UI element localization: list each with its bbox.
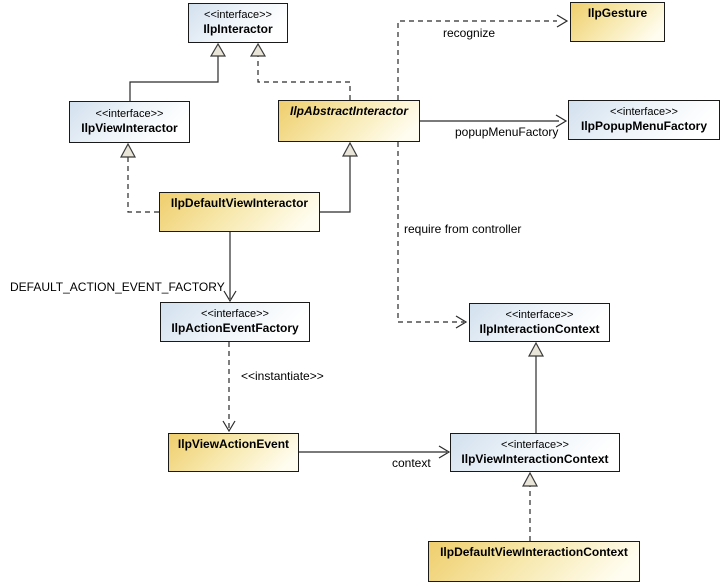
edge-realization-defaultviewinteractor-viewinteractor [127,157,159,213]
class-name: IlpInteractionContext [479,321,600,336]
generalization-triangle-icon [527,341,545,357]
generalization-triangle-icon [341,141,359,157]
class-name: IlpAbstractInteractor [289,104,409,118]
edge-generalization-viewinteractor-interactor [129,56,219,101]
class-name: IlpPopupMenuFactory [581,119,707,133]
class-box-ilpgesture[interactable]: IlpGesture [570,2,665,42]
stereotype-label: <<interface>> [610,106,678,118]
stereotype-label: <<interface>> [95,108,164,120]
edge-label-instantiate: <<instantiate>> [241,369,324,383]
class-name: IlpGesture [587,6,648,20]
class-box-ilpdefaultviewinteractor[interactable]: IlpDefaultViewInteractor [159,192,320,232]
stereotype-label: <<interface>> [505,308,574,321]
stereotype-label: <<interface>> [204,9,272,21]
class-box-ilppopupmenufactory[interactable]: <<interface>> IlpPopupMenuFactory [568,100,720,140]
realization-triangle-icon [521,471,539,487]
class-box-ilpviewinteractor[interactable]: <<interface>> IlpViewInteractor [69,101,190,143]
class-box-ilpviewactionevent[interactable]: IlpViewActionEvent [168,433,299,472]
class-box-ilpinteractioncontext[interactable]: <<interface>> IlpInteractionContext [469,303,610,342]
class-name: IlpDefaultViewInteractor [170,196,309,210]
edge-label-require-from-controller: require from controller [404,222,522,236]
edge-label-context: context [392,456,431,470]
edge-realization-abstractinteractor-interactor [257,56,351,100]
open-arrowhead-icon [438,445,451,459]
class-box-ilpactioneventfactory[interactable]: <<interface>> IlpActionEventFactory [160,302,310,342]
class-name: IlpDefaultViewInteractionContext [440,545,628,559]
class-box-ilpdefaultviewinteractioncontext[interactable]: IlpDefaultViewInteractionContext [428,541,640,582]
class-name: IlpViewInteractionContext [461,451,609,466]
generalization-triangle-icon [209,42,227,57]
class-box-ilpviewinteractioncontext[interactable]: <<interface>> IlpViewInteractionContext [450,433,620,472]
open-arrowhead-icon [222,420,236,433]
realization-triangle-icon [119,142,137,158]
edge-label-recognize: recognize [443,26,496,40]
edge-label-default-action-event-factory: DEFAULT_ACTION_EVENT_FACTORY [10,280,225,294]
stereotype-label: <<interface>> [501,438,569,451]
class-name: IlpInteractor [203,22,273,36]
class-name: IlpViewActionEvent [177,437,290,451]
edge-generalization-defaultviewinteractor-abstractinteractor [320,156,351,213]
edge-label-popupmenufactory: popupMenuFactory [455,125,559,139]
class-name: IlpActionEventFactory [171,321,299,335]
open-arrowhead-icon [455,315,468,329]
open-arrowhead-icon [556,14,569,28]
open-arrowhead-icon [223,290,237,303]
realization-triangle-icon [249,42,267,57]
class-box-ilpinteractor[interactable]: <<interface>> IlpInteractor [188,3,288,43]
class-name: IlpViewInteractor [81,121,178,135]
class-box-ilpabstractinteractor[interactable]: IlpAbstractInteractor [278,100,420,142]
stereotype-label: <<interface>> [201,308,269,320]
